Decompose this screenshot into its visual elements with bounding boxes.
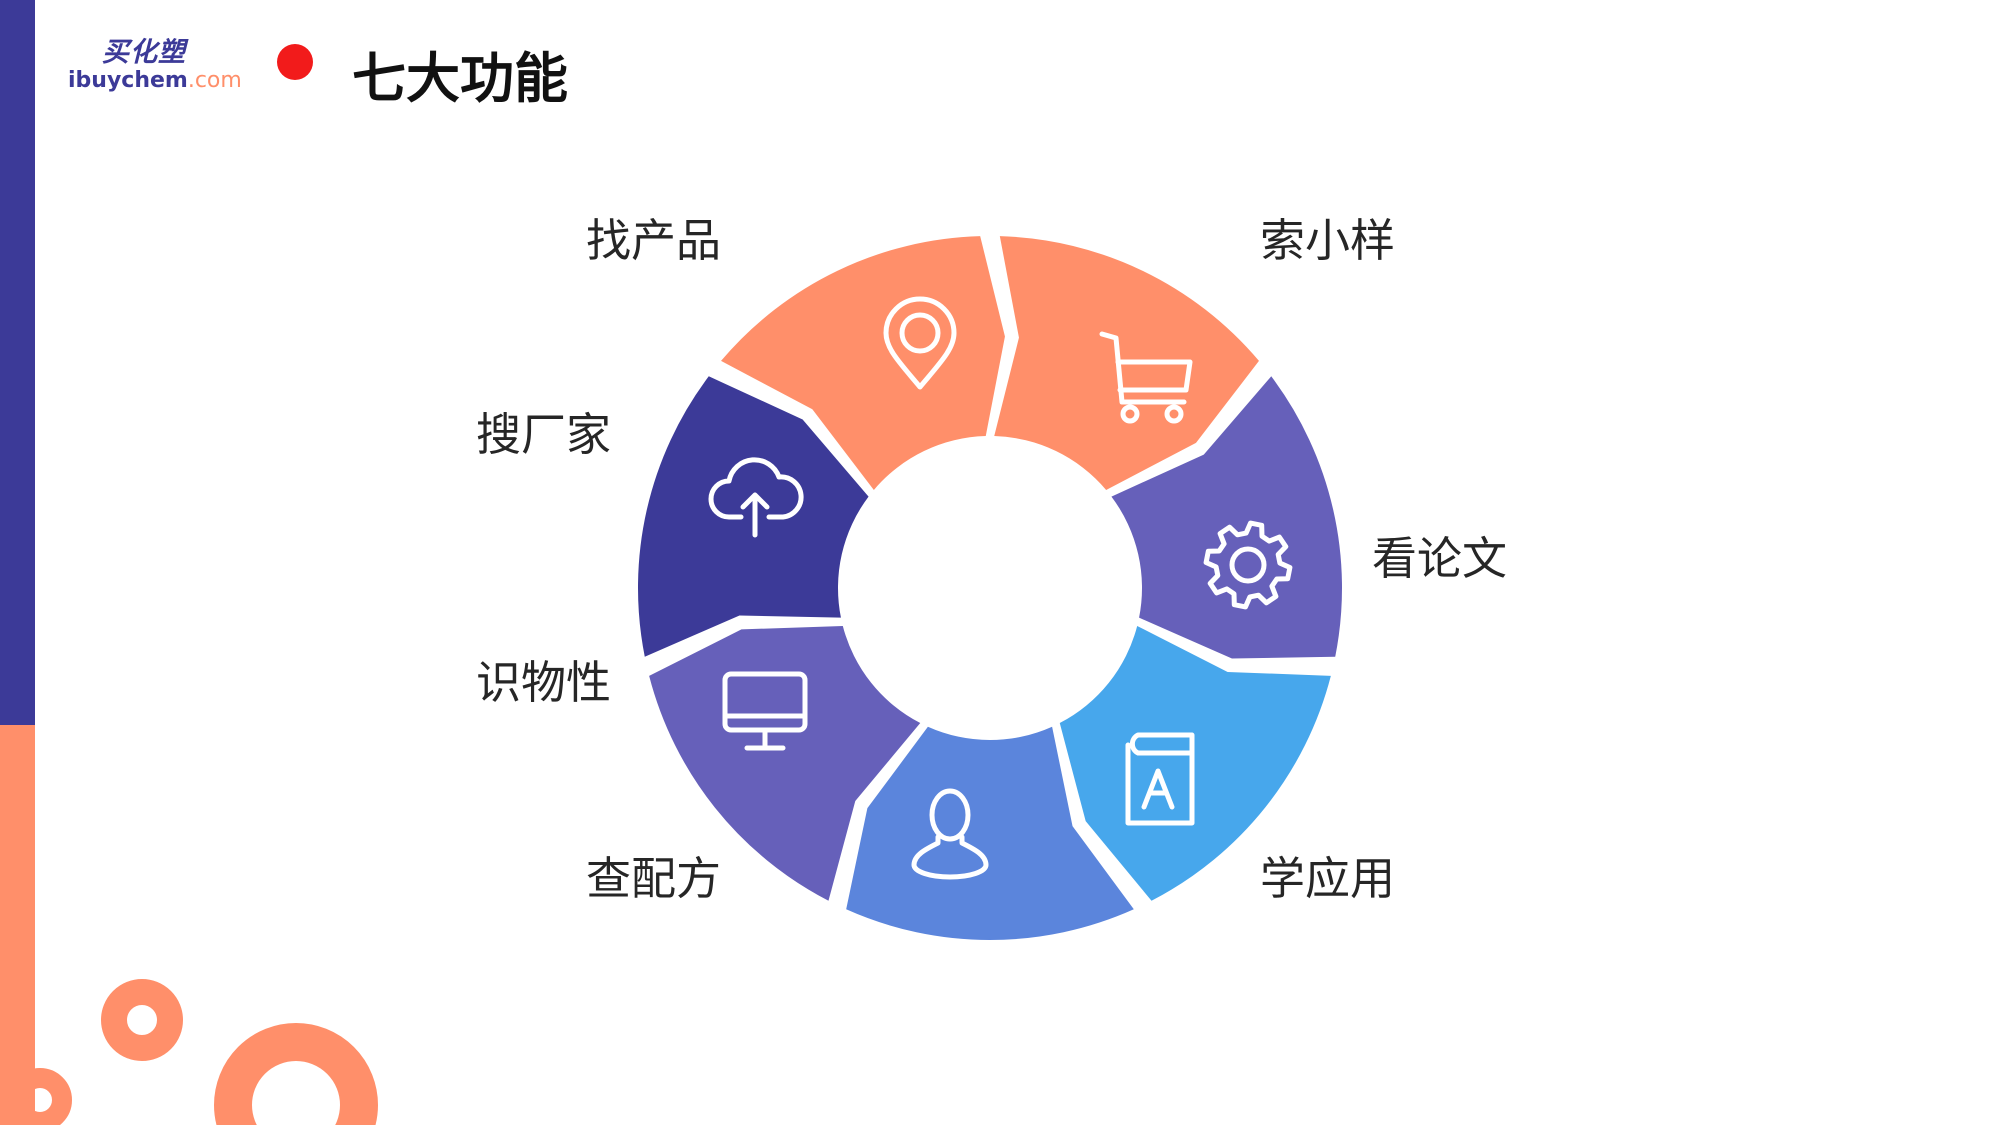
page-title: 七大功能 [352, 47, 568, 110]
logo-english-suffix: .com [187, 68, 242, 93]
logo-chinese: 买化塑 [102, 37, 186, 68]
segment-4 [1059, 625, 1331, 901]
logo: 买化塑 ibuychem.com [66, 30, 242, 100]
segment-3 [1111, 376, 1343, 659]
title-bullet-dot [277, 44, 313, 80]
feature-label-4: 学应用 [1260, 852, 1396, 905]
segment-6 [649, 625, 921, 901]
feature-label-7: 搜厂家 [476, 408, 612, 461]
location-pin-icon [883, 296, 957, 390]
gear-icon [1203, 520, 1293, 610]
feature-label-1: 找产品 [586, 214, 722, 267]
book-icon [1125, 732, 1195, 826]
feature-label-5: 查配方 [586, 852, 722, 905]
logo-english: ibuychem.com [68, 68, 242, 93]
shopping-cart-icon [1099, 331, 1193, 424]
user-icon [911, 788, 989, 880]
cloud-upload-icon [708, 457, 804, 538]
logo-english-main: ibuychem [68, 68, 188, 93]
feature-label-3: 看论文 [1372, 532, 1508, 585]
decor-ring-large [214, 1023, 378, 1125]
feature-label-2: 索小样 [1260, 214, 1396, 267]
side-bar-navy [0, 0, 35, 725]
decor-ring-small [101, 979, 183, 1061]
segment-5 [846, 726, 1134, 940]
side-bar-orange [0, 725, 35, 1125]
monitor-icon [722, 671, 808, 751]
decor-ring-edge [8, 1068, 72, 1125]
feature-label-6: 识物性 [476, 656, 612, 709]
